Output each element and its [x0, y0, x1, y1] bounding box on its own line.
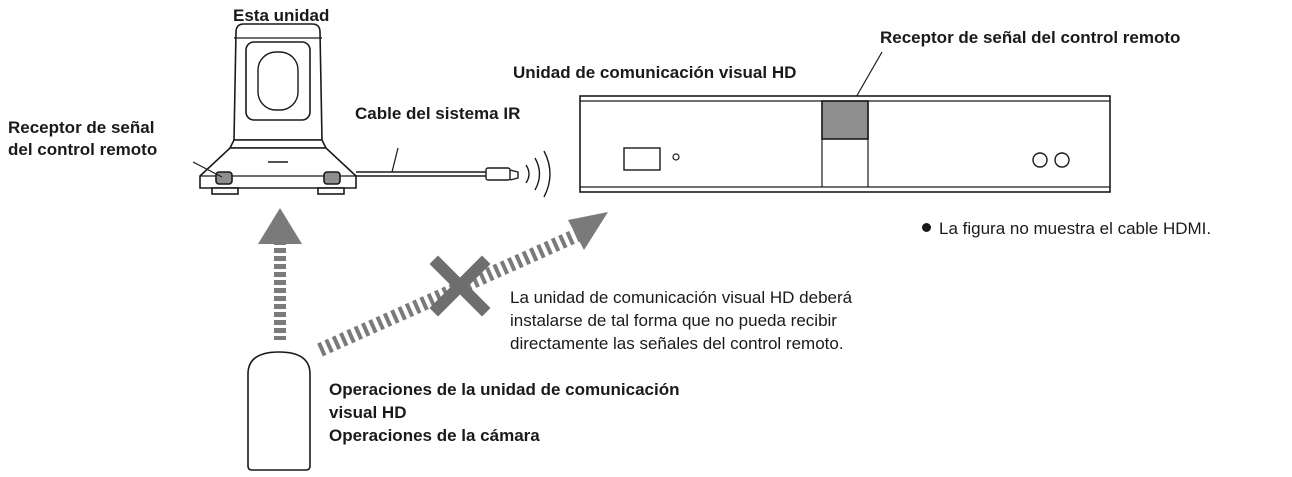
remote-control-icon	[247, 351, 311, 471]
label-hd-unit: Unidad de comunicación visual HD	[513, 63, 797, 82]
hd-unit-icon	[579, 95, 1111, 193]
operations-line2: visual HD	[329, 403, 407, 422]
label-ir-cable: Cable del sistema IR	[355, 104, 521, 123]
install-note-line1: La unidad de comunicación visual HD debe…	[510, 288, 853, 307]
install-note-line3: directamente las señales del control rem…	[510, 334, 844, 353]
ir-cable-icon	[356, 167, 519, 181]
operations-line3: Operaciones de la cámara	[329, 426, 540, 445]
label-remote-receiver-left-line2: del control remoto	[8, 140, 158, 159]
leader-line-right-receiver	[854, 51, 883, 100]
hdmi-note: La figura no muestra el cable HDMI.	[922, 219, 1211, 239]
hdmi-note-text: La figura no muestra el cable HDMI.	[939, 219, 1212, 238]
signal-arrow-icon	[258, 208, 302, 340]
bullet-icon	[922, 223, 931, 232]
blocked-x-icon	[429, 255, 491, 317]
leader-line-ir-cable	[391, 147, 399, 173]
install-note-line2: instalarse de tal forma que no pueda rec…	[510, 311, 837, 330]
label-remote-receiver-left-line1: Receptor de señal	[8, 118, 155, 137]
camera-icon	[199, 23, 357, 195]
ir-waves-icon	[525, 150, 551, 198]
operations-line1: Operaciones de la unidad de comunicación	[329, 380, 680, 399]
label-this-unit: Esta unidad	[233, 6, 330, 25]
label-remote-receiver-right: Receptor de señal del control remoto	[880, 28, 1181, 47]
leader-line-left-receiver	[192, 161, 223, 178]
